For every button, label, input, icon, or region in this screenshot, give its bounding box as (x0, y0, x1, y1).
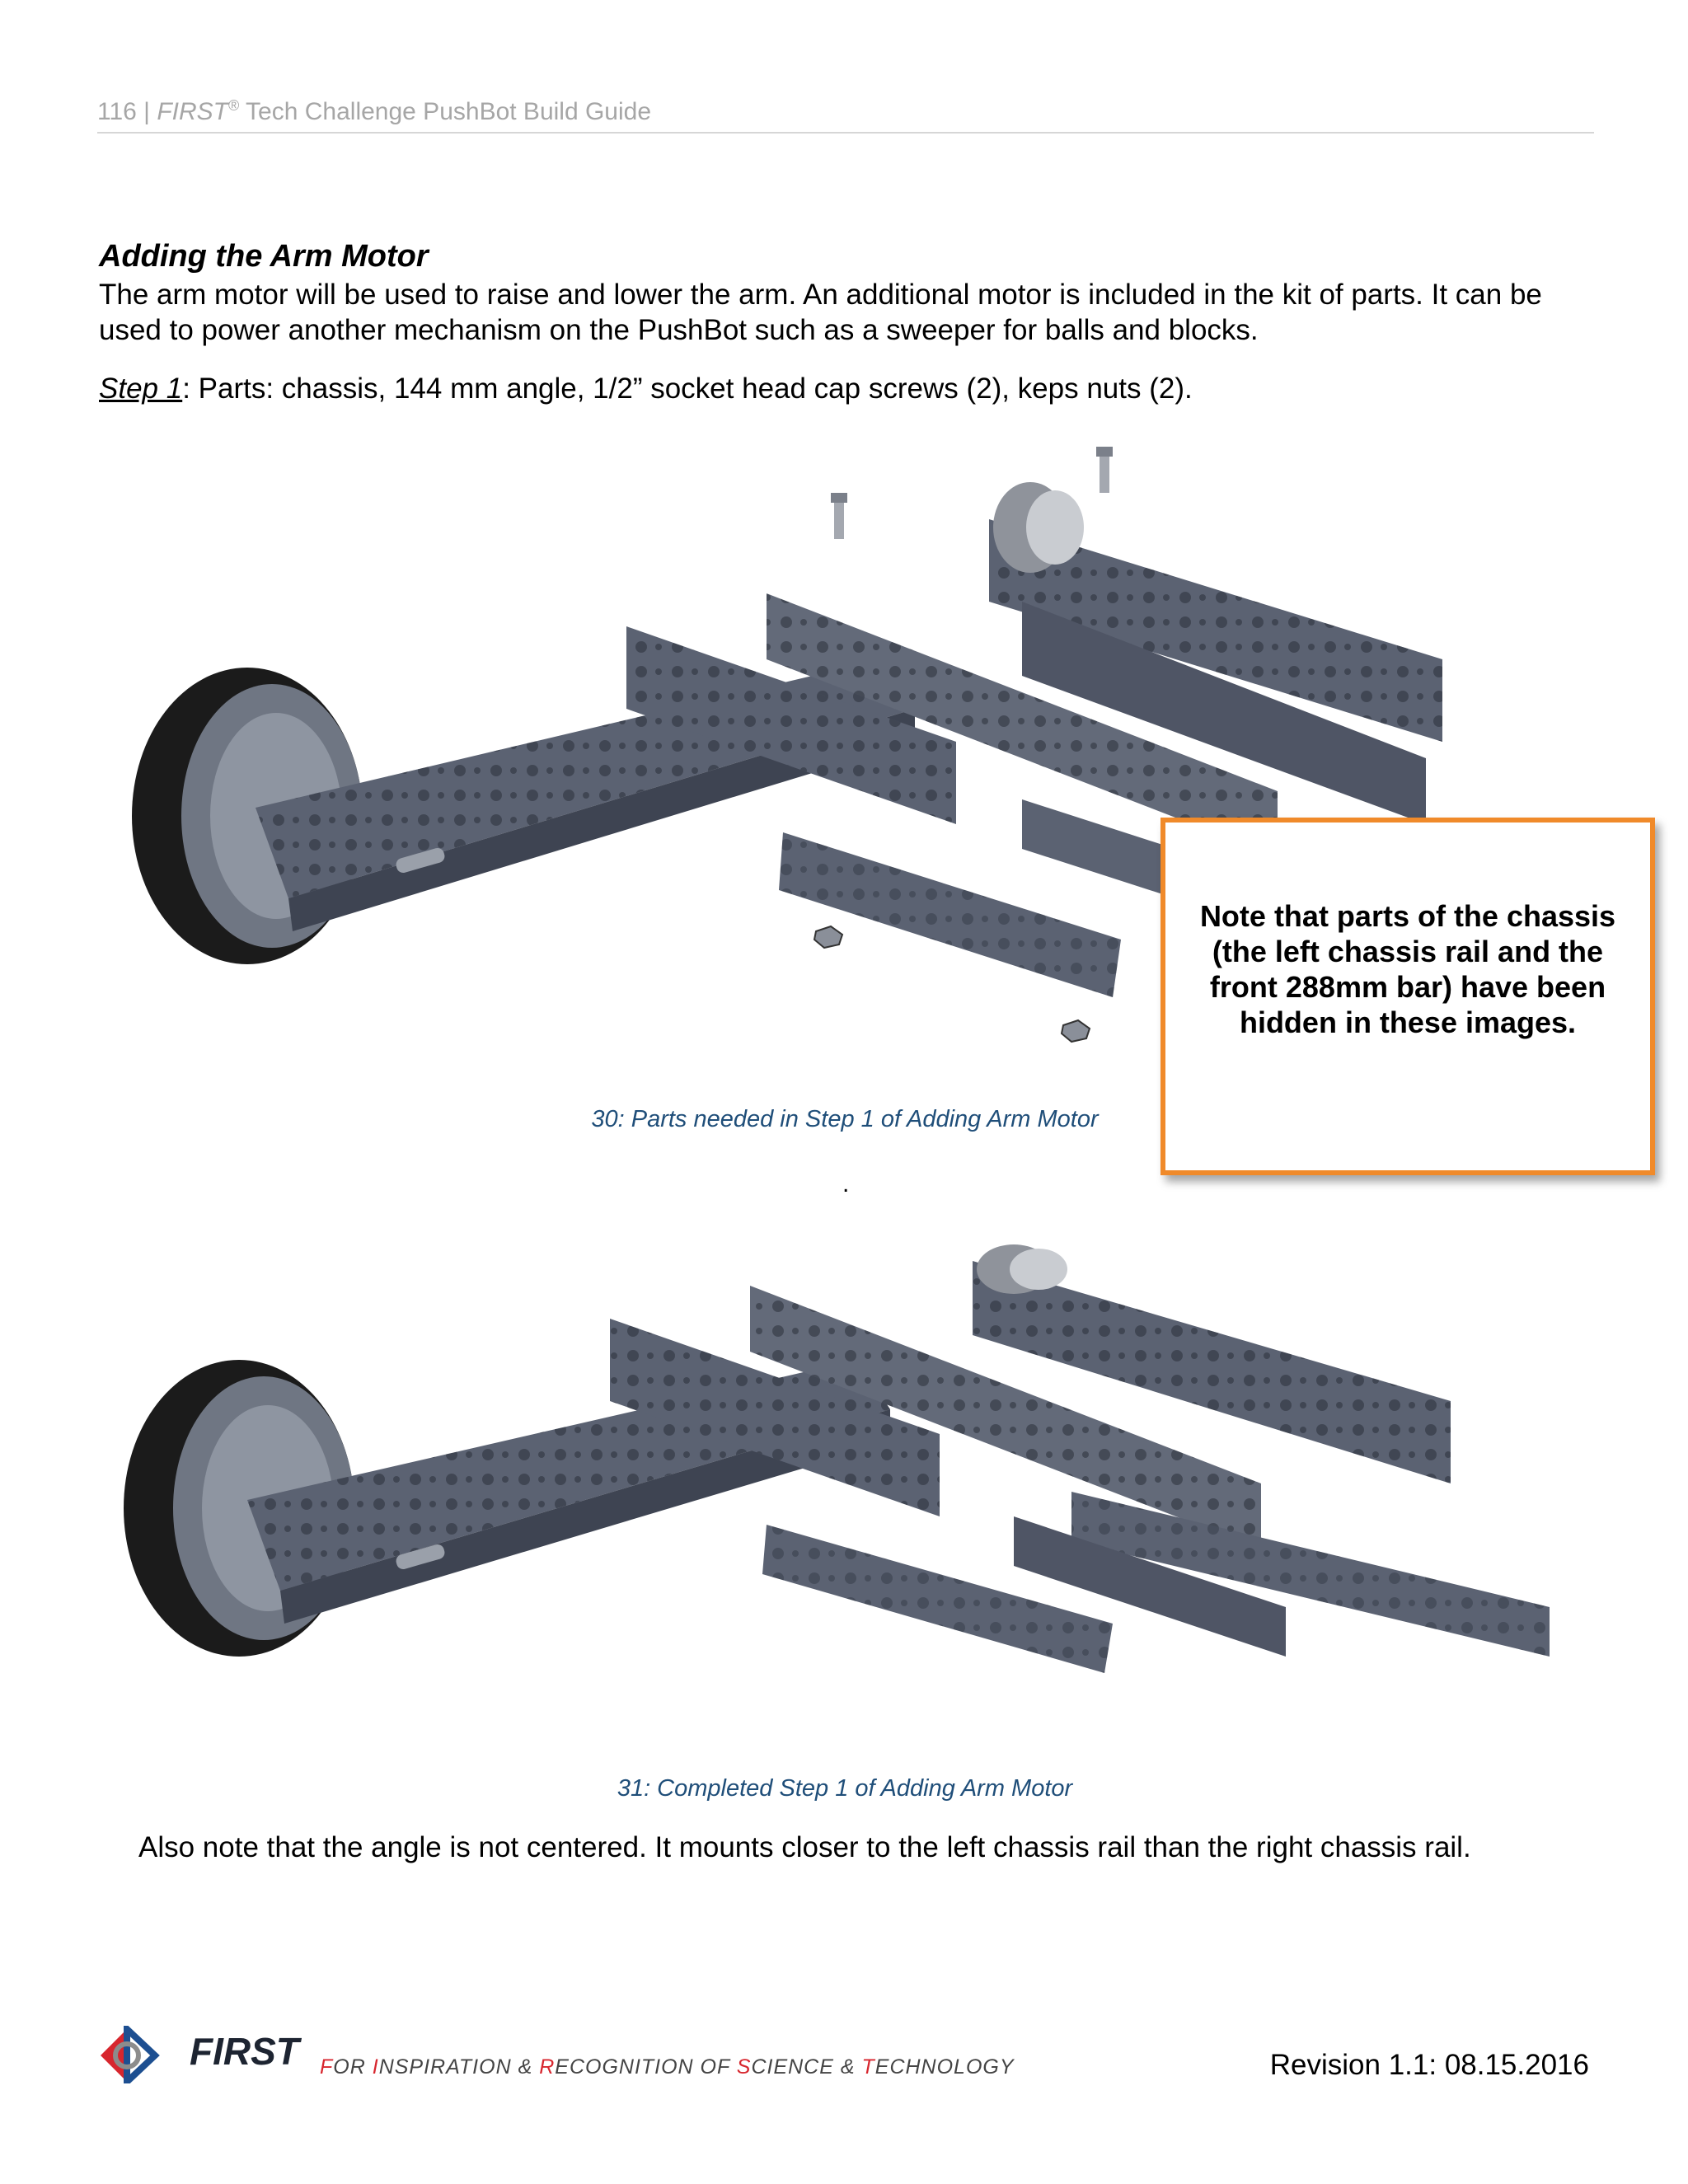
motor (977, 1244, 1067, 1294)
step-label: Step 1 (99, 373, 183, 405)
tagline-part: T (861, 2055, 875, 2079)
intro-paragraph: The arm motor will be used to raise and … (99, 279, 1542, 346)
closing-paragraph: Also note that the angle is not centered… (138, 1831, 1471, 1863)
screw-1 (831, 493, 847, 539)
tagline-part: R (539, 2055, 556, 2079)
note-callout: Note that parts of the chassis (the left… (1160, 818, 1655, 1175)
figure1-caption: 30: Parts needed in Step 1 of Adding Arm… (591, 1106, 1099, 1132)
note-text: Note that parts of the chassis (the left… (1199, 899, 1616, 1039)
channel-4 (1022, 602, 1426, 824)
tagline-part: F (320, 2055, 334, 2079)
figure-parts-exploded (132, 447, 1442, 1043)
tagline-part: S (736, 2055, 752, 2079)
nut-2 (1060, 1019, 1091, 1043)
tagline-part: CIENCE & (751, 2055, 862, 2079)
lower-bracket (1014, 1516, 1286, 1657)
tagline-part: NSPIRATION & (378, 2055, 540, 2079)
page-header: 116 | FIRST® Tech Challenge PushBot Buil… (97, 97, 1594, 134)
revision-label: Revision 1.1: 08.15.2016 (1269, 2049, 1589, 2081)
section-title: Adding the Arm Motor (99, 239, 429, 274)
footer-tagline: FOR INSPIRATION & RECOGNITION OF SCIENCE… (320, 2055, 1015, 2079)
nut-1 (813, 925, 844, 949)
motor (993, 482, 1084, 573)
header-first: FIRST (157, 98, 228, 125)
tagline-part: ECOGNITION OF (555, 2055, 737, 2079)
tagline-part: OR (333, 2055, 373, 2079)
first-logo-icon (101, 2026, 160, 2083)
separator-dot: . (842, 1170, 850, 1197)
page-number: 116 | (97, 98, 150, 125)
step-text: : Parts: chassis, 144 mm angle, 1/2” soc… (182, 373, 1193, 405)
screw-2 (1096, 447, 1113, 493)
footer-brand: FIRST (190, 2030, 299, 2073)
figure-completed (124, 1244, 1550, 1673)
tagline-part: I (372, 2055, 379, 2079)
header-rest: Tech Challenge PushBot Build Guide (239, 98, 652, 125)
step-line: Step 1: Parts: chassis, 144 mm angle, 1/… (99, 373, 1193, 405)
tagline-part: ECHNOLOGY (874, 2055, 1015, 2079)
figure2-caption: 31: Completed Step 1 of Adding Arm Motor (617, 1775, 1073, 1802)
header-reg: ® (227, 97, 240, 114)
